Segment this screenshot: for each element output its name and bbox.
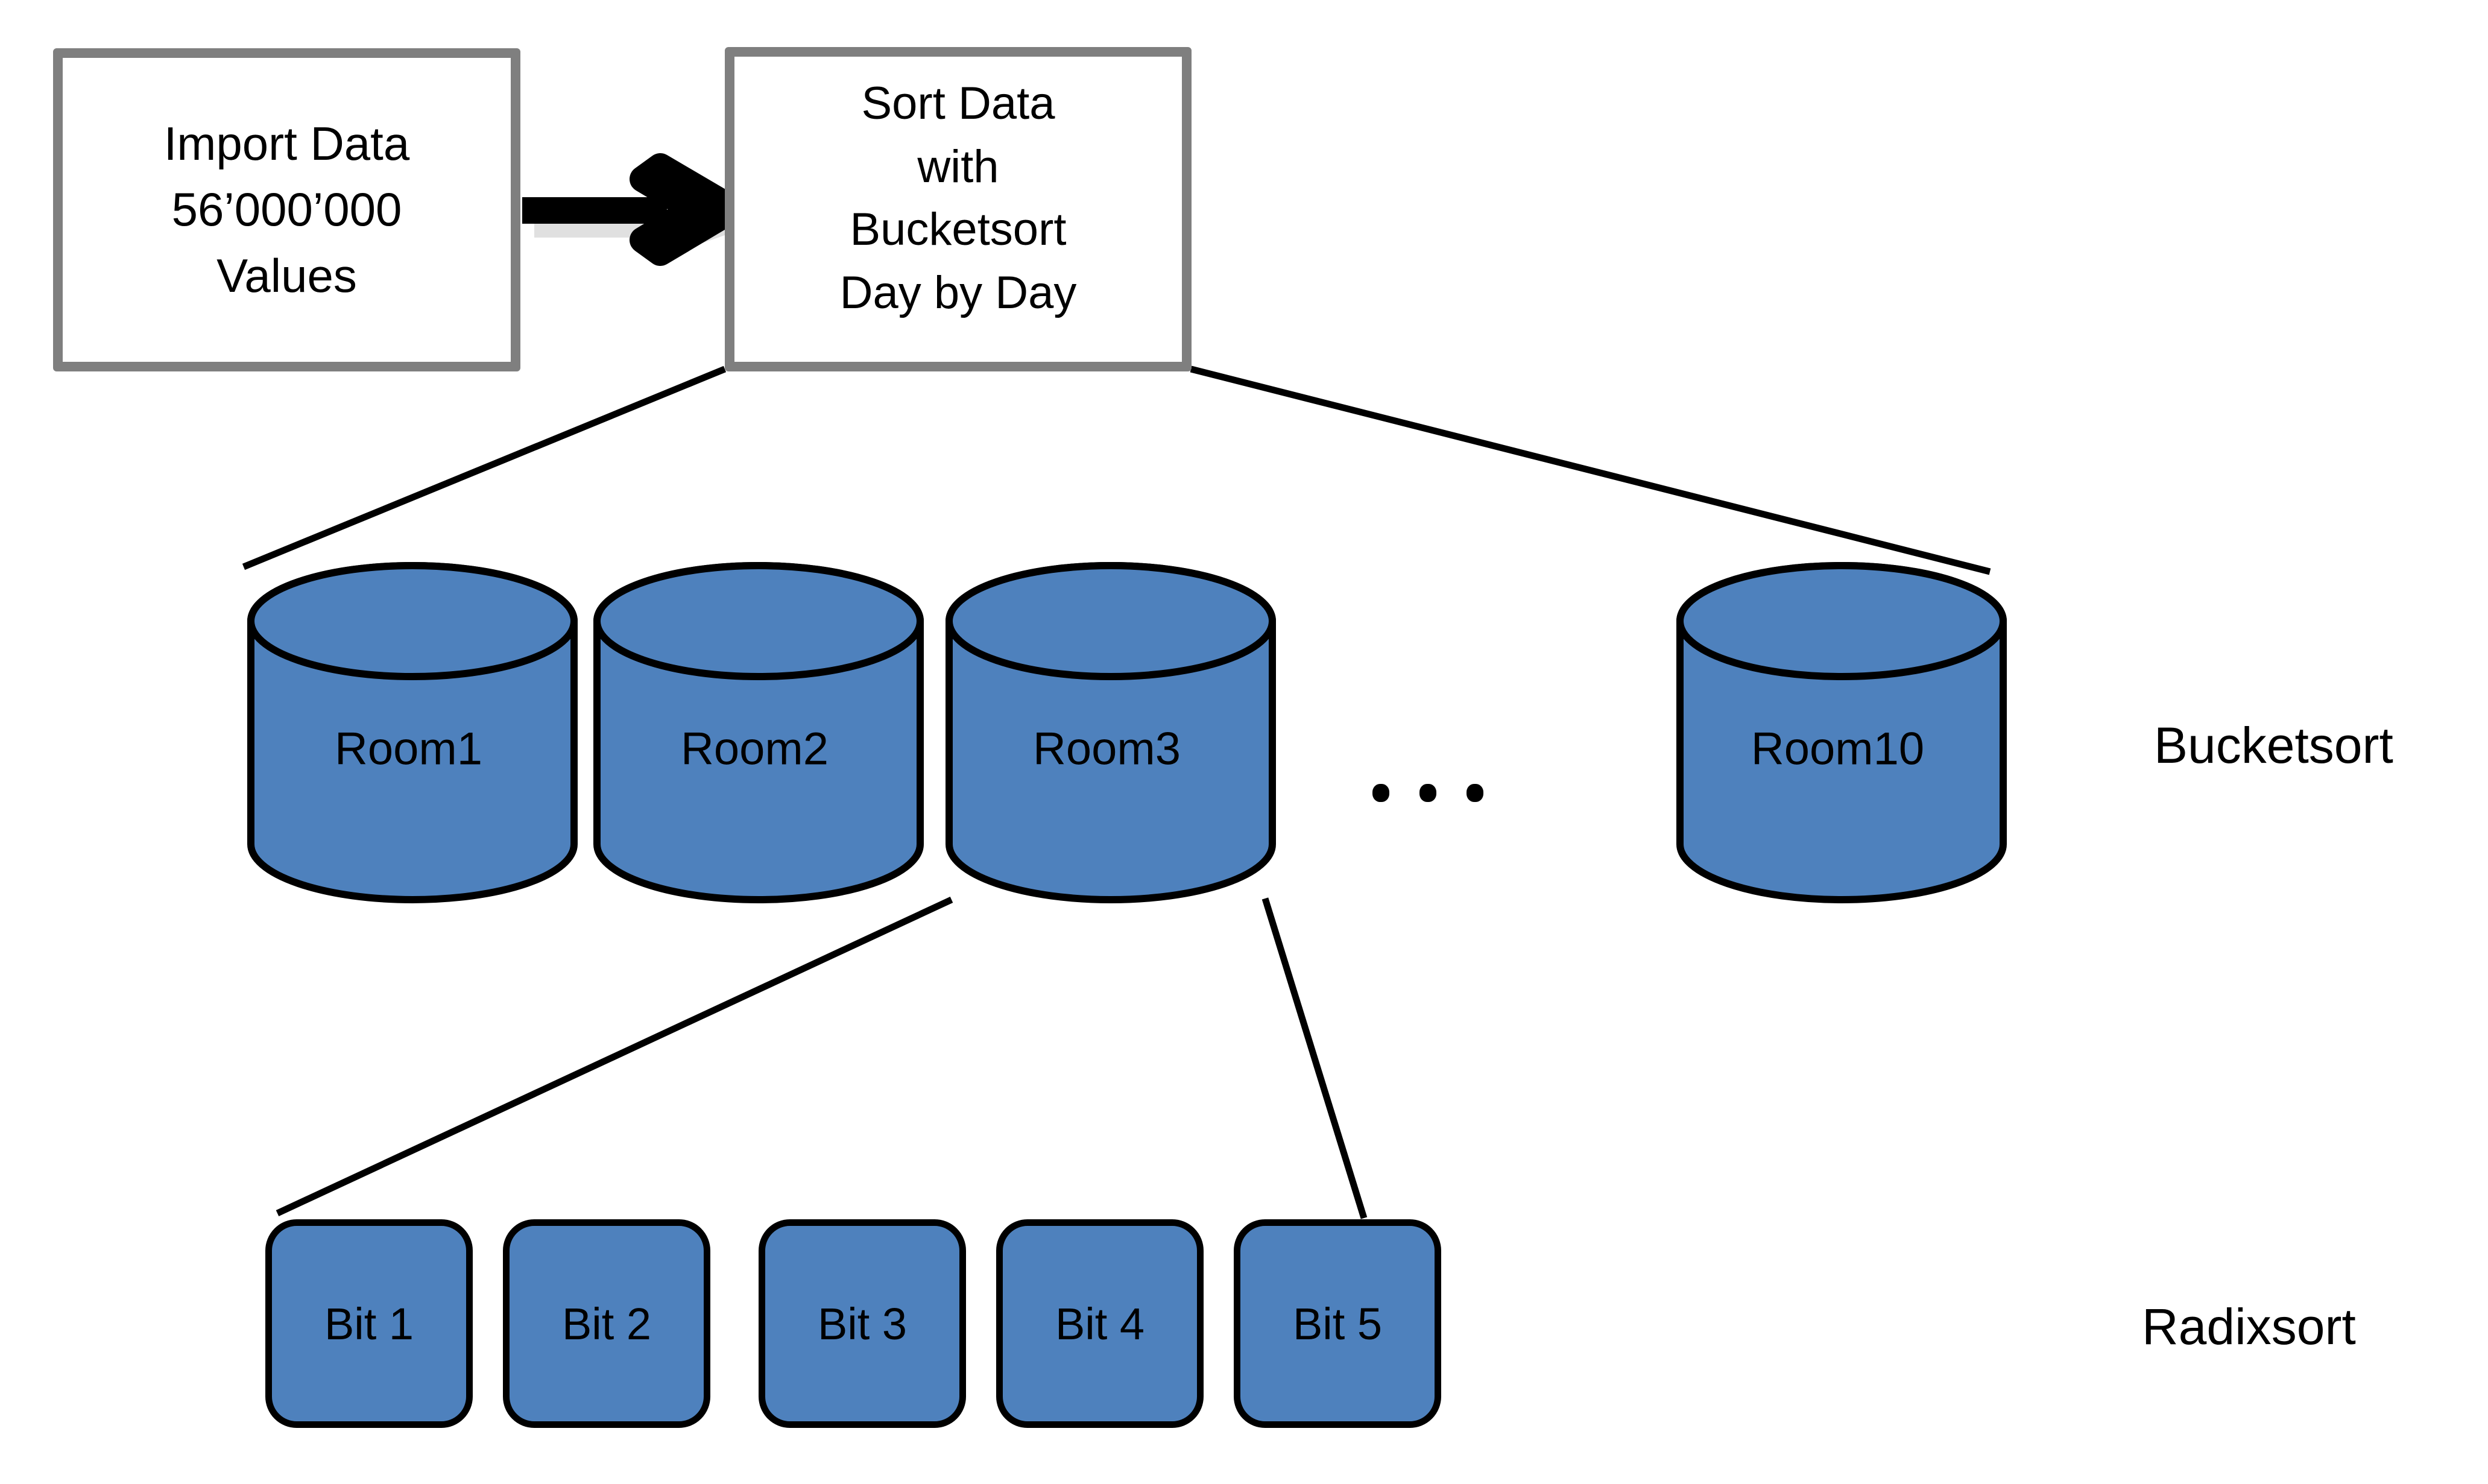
connector-sort-to-room1 [242, 365, 727, 570]
bit-box-4[interactable]: Bit 4 [996, 1219, 1204, 1428]
bit-box-3[interactable]: Bit 3 [759, 1219, 966, 1428]
bit-label-1: Bit 1 [324, 1298, 414, 1349]
connector-room3-to-bit1 [276, 897, 953, 1216]
arrow-shadow [534, 204, 744, 253]
room-3[interactable]: Room3 [946, 566, 1268, 898]
ellipsis-dot-1 [1372, 784, 1389, 802]
room-label-2: Room2 [681, 723, 829, 775]
sort-data-line-1: Sort Data [861, 78, 1055, 129]
sort-data-box[interactable]: Sort Data with Bucketsort Day by Day [725, 47, 1192, 371]
sort-data-line-3: Bucketsort [850, 204, 1067, 256]
room-2[interactable]: Room2 [593, 566, 916, 898]
room-label-10: Room10 [1751, 723, 1925, 775]
import-data-line-3: Values [216, 248, 357, 302]
import-data-line-1: Import Data [163, 117, 410, 171]
ellipsis-dot-3 [1467, 784, 1483, 802]
bit-label-3: Bit 3 [817, 1298, 908, 1349]
rooms-ellipsis-icon [1372, 784, 1483, 802]
bit-box-5[interactable]: Bit 5 [1234, 1219, 1441, 1428]
sort-data-line-2: with [917, 141, 999, 192]
import-data-box[interactable]: Import Data 56’000’000 Values [53, 48, 520, 371]
connector-room3-to-bit5 [1261, 897, 1368, 1219]
bit-box-2[interactable]: Bit 2 [503, 1219, 710, 1428]
sort-data-line-4: Day by Day [839, 267, 1077, 319]
room-10[interactable]: Room10 [1676, 566, 1999, 898]
room-label-3: Room3 [1033, 723, 1181, 775]
room-label-1: Room1 [335, 723, 482, 775]
ellipsis-dot-2 [1419, 784, 1436, 802]
connector-sort-to-room10 [1190, 365, 1991, 575]
bit-label-4: Bit 4 [1055, 1298, 1145, 1349]
bit-label-2: Bit 2 [561, 1298, 652, 1349]
right-arrow-icon [522, 153, 747, 266]
import-data-line-2: 56’000’000 [171, 183, 402, 236]
bit-label-5: Bit 5 [1292, 1298, 1383, 1349]
room-1[interactable]: Room1 [247, 566, 570, 898]
bit-box-1[interactable]: Bit 1 [265, 1219, 473, 1428]
stage-label-bucketsort: Bucketsort [2154, 717, 2393, 774]
stage-label-radixsort: Radixsort [2142, 1298, 2356, 1355]
